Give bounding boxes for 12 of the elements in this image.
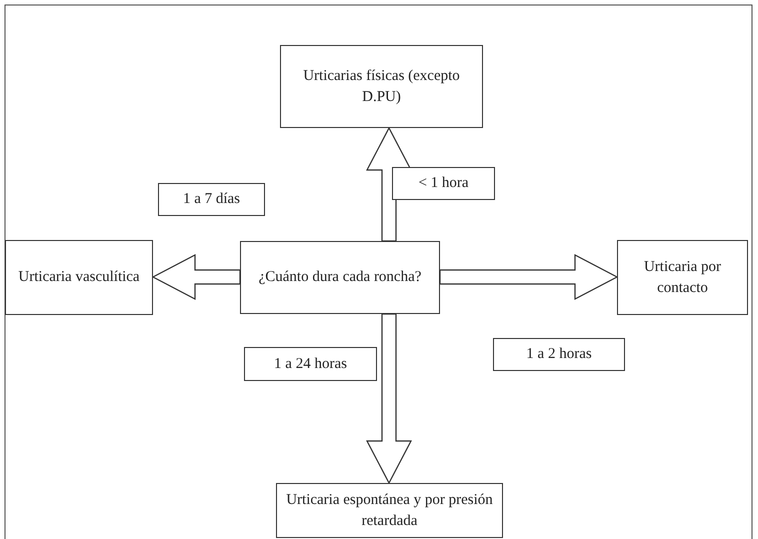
outcome-box: Urticaria por contacto (617, 240, 748, 315)
duration-label: 1 a 7 días (158, 183, 265, 216)
outcome-box: Urticarias físicas (excepto D.PU) (280, 45, 483, 128)
outcome-box: Urticaria espontánea y por presión retardada (276, 483, 503, 538)
duration-label: 1 a 24 horas (244, 347, 377, 381)
duration-label: < 1 hora (392, 167, 495, 200)
question-box: ¿Cuánto dura cada roncha? (240, 241, 440, 314)
duration-label: 1 a 2 horas (493, 338, 625, 371)
block-arrow (366, 313, 412, 484)
block-arrow (439, 254, 618, 300)
outcome-box: Urticaria vasculítica (5, 240, 153, 315)
block-arrow (152, 254, 241, 300)
